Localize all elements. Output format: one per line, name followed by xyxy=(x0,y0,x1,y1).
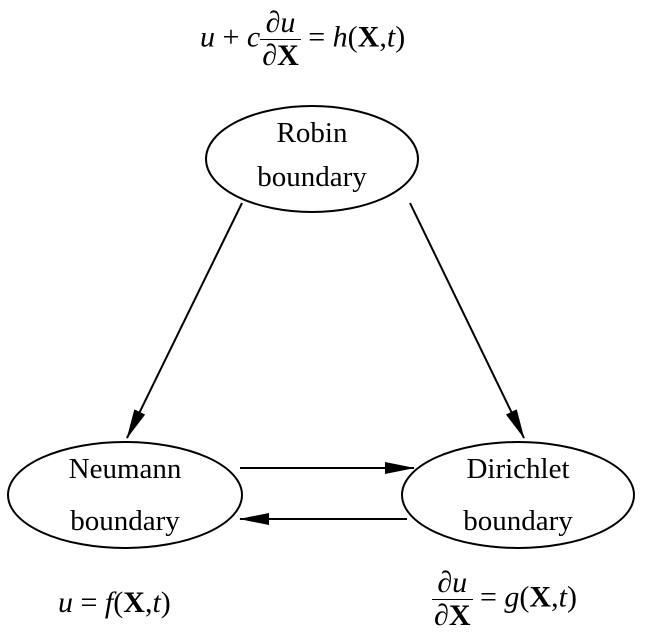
eq-robin-fraction: ∂u∂X xyxy=(260,8,301,71)
node-robin-ellipse xyxy=(205,105,419,213)
eq-robin-t: t xyxy=(386,20,396,54)
node-dirichlet-label-line2: boundary xyxy=(463,505,573,537)
eq-dirichlet-frac-den: ∂X xyxy=(434,599,471,632)
node-dirichlet-ellipse xyxy=(401,441,635,549)
eq-dirichlet-frac-num: ∂u xyxy=(432,568,473,600)
eq-robin-comma: , xyxy=(379,20,387,54)
edge-robin-to-dirichlet xyxy=(409,202,525,439)
node-neumann-ellipse xyxy=(7,441,243,549)
eq-robin-plus: + xyxy=(215,20,247,54)
node-robin-label-line2: boundary xyxy=(257,161,367,193)
node-robin-label-line1: Robin xyxy=(277,117,348,149)
eq-robin-c: c xyxy=(246,20,261,54)
eq-dirichlet-paren-open: ( xyxy=(519,580,530,614)
node-dirichlet: Dirichlet boundary xyxy=(401,441,635,549)
eq-dirichlet-comma: , xyxy=(551,580,559,614)
node-neumann-label-line1: Neumann xyxy=(69,453,182,485)
node-neumann-label-line2: boundary xyxy=(70,505,180,537)
node-robin: Robin boundary xyxy=(205,105,419,213)
eq-robin-u: u xyxy=(200,20,215,54)
eq-dirichlet-g: g xyxy=(504,580,520,614)
eq-neumann-paren-open: ( xyxy=(113,586,124,619)
eq-robin-paren-open: ( xyxy=(347,20,358,54)
eq-dirichlet-fraction: ∂u∂X xyxy=(432,568,473,631)
eq-neumann-X: X xyxy=(123,586,145,619)
dirichlet-equation: ∂u∂X = g(X,t) xyxy=(432,568,577,631)
eq-robin-paren-close: ) xyxy=(395,20,406,54)
eq-neumann-u: u xyxy=(58,586,73,619)
eq-robin-h: h xyxy=(332,20,348,54)
eq-robin-frac-num: ∂u xyxy=(260,8,301,40)
eq-robin-equals: = xyxy=(300,20,333,54)
eq-neumann-comma: , xyxy=(144,586,153,619)
eq-neumann-equals: = xyxy=(73,586,105,619)
edge-robin-to-neumann xyxy=(126,202,243,439)
eq-dirichlet-X: X xyxy=(529,580,552,614)
eq-robin-X: X xyxy=(357,20,380,54)
eq-dirichlet-t: t xyxy=(558,580,567,614)
neumann-equation: u = f(X,t) xyxy=(58,588,171,618)
node-dirichlet-label-line1: Dirichlet xyxy=(466,453,569,485)
eq-dirichlet-paren-close: ) xyxy=(566,580,577,614)
eq-neumann-f: f xyxy=(104,586,114,619)
robin-equation: u + c∂u∂X = h(X,t) xyxy=(200,8,405,71)
eq-robin-frac-den: ∂X xyxy=(262,39,299,72)
eq-neumann-t: t xyxy=(152,586,161,619)
node-neumann: Neumann boundary xyxy=(7,441,243,549)
eq-neumann-paren-close: ) xyxy=(160,586,171,619)
eq-dirichlet-equals: = xyxy=(472,580,505,614)
